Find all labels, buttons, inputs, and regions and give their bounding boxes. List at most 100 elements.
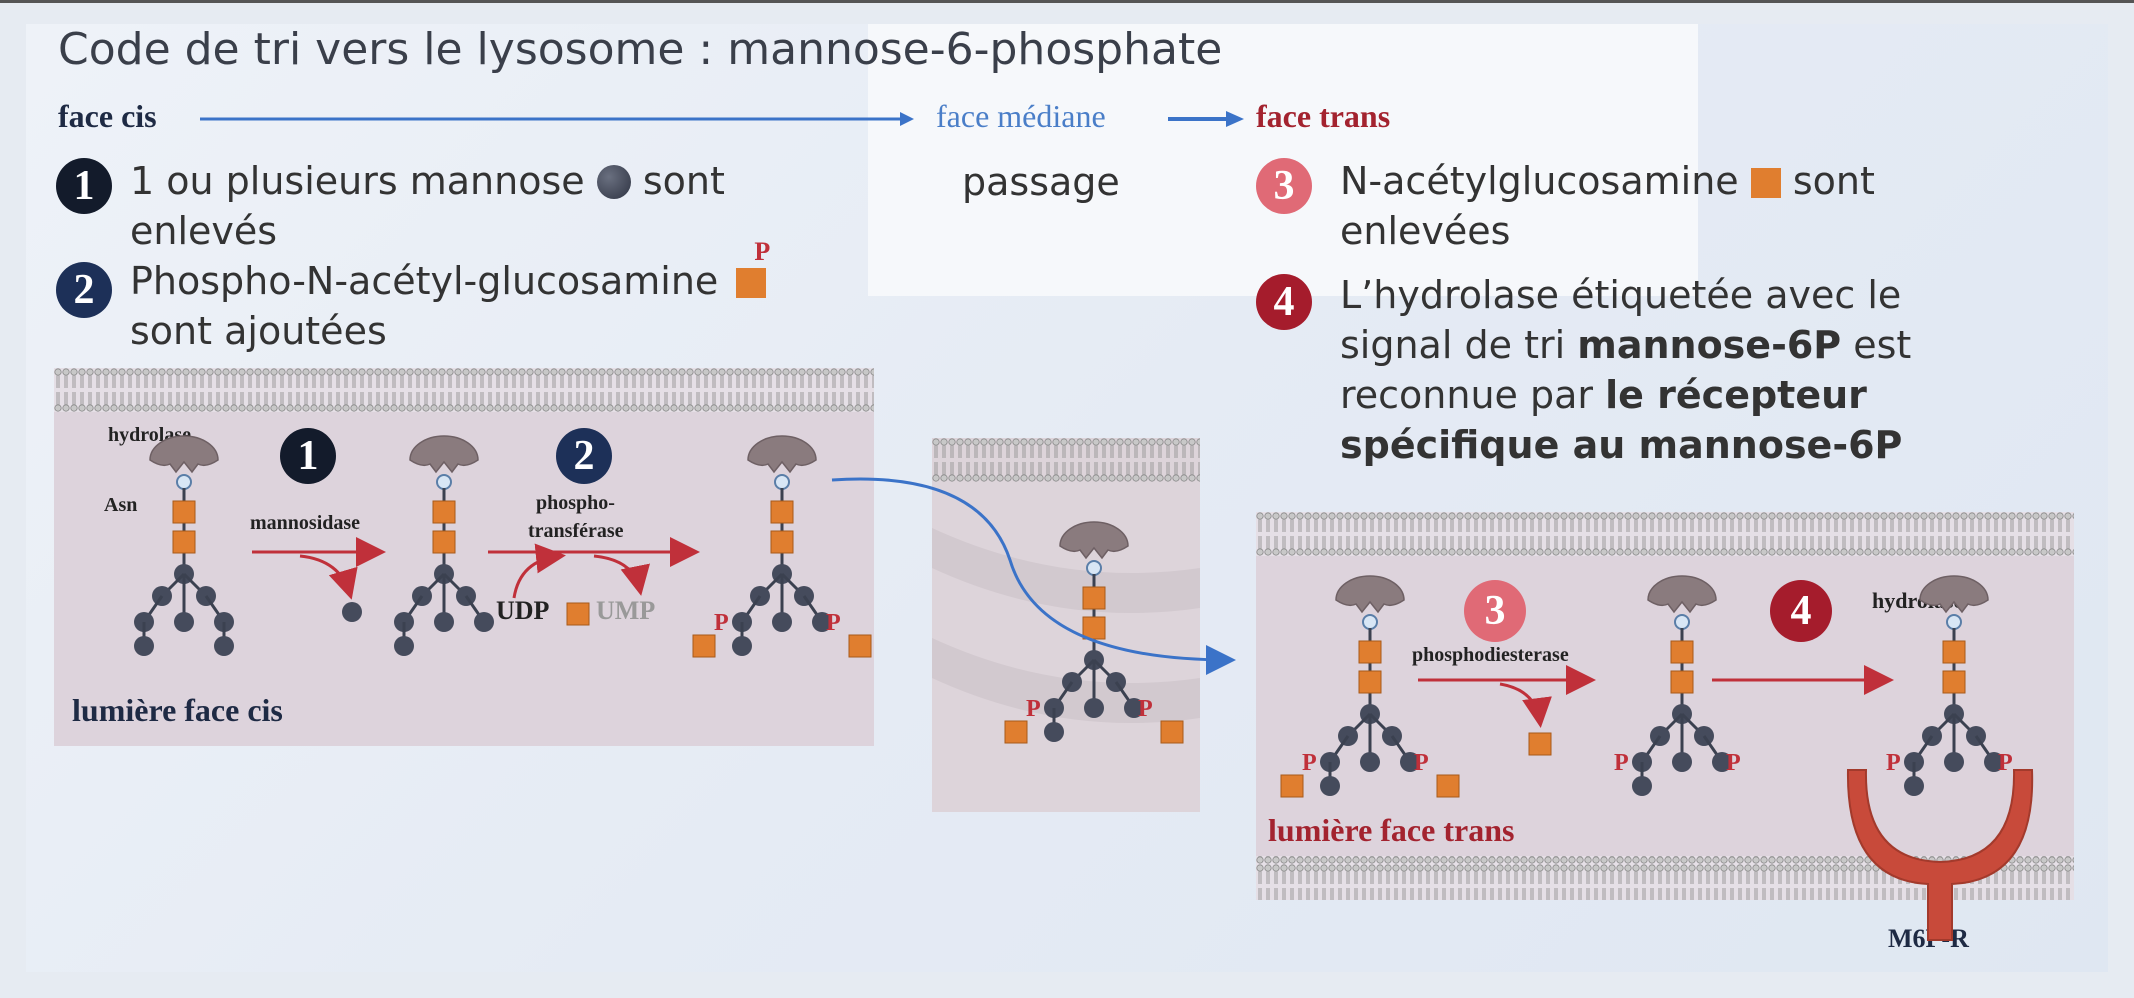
phosphodiesterase-label: phosphodiesterase <box>1412 644 1569 666</box>
phosphate-label: P <box>1726 750 1741 776</box>
glcnac-square <box>1436 774 1460 798</box>
passage-label: passage <box>962 160 1120 204</box>
phosphate-label: P <box>1614 750 1629 776</box>
step-3-text-b: sont <box>1792 159 1875 203</box>
cis-step-2-badge: 2 <box>556 428 612 484</box>
mannose-ball <box>474 612 494 632</box>
phosphotransferase-label-1: phospho- <box>536 492 615 514</box>
mannose-ball <box>214 636 234 656</box>
mannose-ball <box>812 612 832 632</box>
step-1-text-b: sont <box>642 159 725 203</box>
mannose-ball <box>1944 752 1964 772</box>
step-4-line3b: le récepteur <box>1605 373 1867 417</box>
asn-residue <box>774 474 790 490</box>
glcnac-icon <box>1750 168 1781 198</box>
mannose-ball <box>1360 752 1380 772</box>
mannose-ball <box>342 602 362 622</box>
cis-to-median-arrow <box>200 112 914 126</box>
trans-panel-art <box>1256 512 2074 900</box>
step-4-text: L’hydrolase étiquetée avec le signal de … <box>1340 270 1911 470</box>
glcnac-square <box>432 500 456 524</box>
mannose-ball <box>1712 752 1732 772</box>
step-4-line2b: mannose-6P <box>1577 323 1842 367</box>
glcnac-square <box>1358 640 1382 664</box>
glcnac-square <box>172 500 196 524</box>
phospho-icon-p: P <box>754 237 771 266</box>
asn-residue <box>176 474 192 490</box>
lumiere-trans-label: lumière face trans <box>1268 812 1515 848</box>
hydrolase-enzyme <box>1919 575 1989 614</box>
step-2-badge: 2 <box>56 262 112 318</box>
lumiere-cis-label: lumière face cis <box>72 692 283 728</box>
asn-residue <box>1086 560 1102 576</box>
udp-in-arrow <box>512 543 566 599</box>
trans-panel <box>1256 512 2074 900</box>
trans-step-3-badge: 3 <box>1464 580 1526 642</box>
mannose-ball <box>174 612 194 632</box>
phosphate-label: P <box>826 610 841 636</box>
step-2-text-a: Phospho-N-acétyl-glucosamine <box>130 259 719 303</box>
mannose-ball <box>1984 752 2004 772</box>
glcnac-square <box>566 602 590 626</box>
ump-label: UMP <box>596 596 656 625</box>
hydrolase-enzyme <box>747 435 817 474</box>
mannose-ball <box>1084 698 1104 718</box>
glcnac-square <box>1358 670 1382 694</box>
slide-title: Code de tri vers le lysosome : mannose-6… <box>58 24 1223 75</box>
phosphate-label: P <box>714 610 729 636</box>
udp-label: UDP <box>496 596 550 625</box>
glcnac-square <box>1670 670 1694 694</box>
asn-residue <box>436 474 452 490</box>
step-1-text-c: enlevés <box>130 209 278 253</box>
mannose-ball <box>1904 776 1924 796</box>
m6p-receptor <box>1846 769 2034 941</box>
phosphotransferase-label-2: transférase <box>528 520 624 542</box>
step-4-line1: L’hydrolase étiquetée avec le <box>1340 273 1902 317</box>
glcnac-square <box>1004 720 1028 744</box>
phospho-glcnac-icon: P <box>736 238 770 298</box>
step-3-text: N-acétylglucosamine sont enlevées <box>1340 156 1875 256</box>
asn-residue <box>1362 614 1378 630</box>
phosphate-label: P <box>1998 750 2013 776</box>
trans-step-4-badge: 4 <box>1770 580 1832 642</box>
glcnac-square <box>1942 670 1966 694</box>
glcnac-square <box>1082 586 1106 610</box>
top-border <box>0 0 2134 3</box>
step-3-text-a: N-acétylglucosamine <box>1340 159 1739 203</box>
mannose-ball <box>732 636 752 656</box>
glcnac-square <box>1082 616 1106 640</box>
hydrolase-enzyme <box>1647 575 1717 614</box>
step-4-badge: 4 <box>1256 274 1312 330</box>
mannose-ball <box>1632 776 1652 796</box>
step-2-text: Phospho-N-acétyl-glucosamine P sont ajou… <box>130 238 770 356</box>
step-3-text-c: enlevées <box>1340 209 1511 253</box>
step-1-text: 1 ou plusieurs mannose sont enlevés <box>130 156 725 256</box>
step-1-badge: 1 <box>56 158 112 214</box>
hydrolase-enzyme <box>1335 575 1405 614</box>
mannose-ball <box>134 636 154 656</box>
step-4-line3a: reconnue par <box>1340 373 1606 417</box>
glcnac-square <box>1670 640 1694 664</box>
face-mediane-label: face médiane <box>936 98 1106 134</box>
hydrolase-enzyme <box>1059 521 1129 560</box>
glcnac-square <box>1528 732 1552 756</box>
mannose-ball <box>394 636 414 656</box>
glcnac-square <box>848 634 872 658</box>
step-2-text-b: sont ajoutées <box>130 309 387 353</box>
glcnac-square <box>770 530 794 554</box>
mannose-ball <box>1400 752 1420 772</box>
glcnac-square <box>172 530 196 554</box>
median-to-trans-arrow <box>1168 111 1244 127</box>
glcnac-square <box>1942 640 1966 664</box>
face-cis-label: face cis <box>58 98 157 134</box>
cis-step-1-badge: 1 <box>280 428 336 484</box>
mannose-ball <box>772 612 792 632</box>
cis-to-trans-arrow <box>831 477 1236 675</box>
step-3-badge: 3 <box>1256 158 1312 214</box>
phosphate-label: P <box>1026 696 1041 722</box>
mannose-ball <box>1672 752 1692 772</box>
ump-out-arrow <box>593 554 650 596</box>
step-1-text-a: 1 ou plusieurs mannose <box>130 159 585 203</box>
asn-residue <box>1946 614 1962 630</box>
step-4-line2c: est <box>1841 323 1912 367</box>
